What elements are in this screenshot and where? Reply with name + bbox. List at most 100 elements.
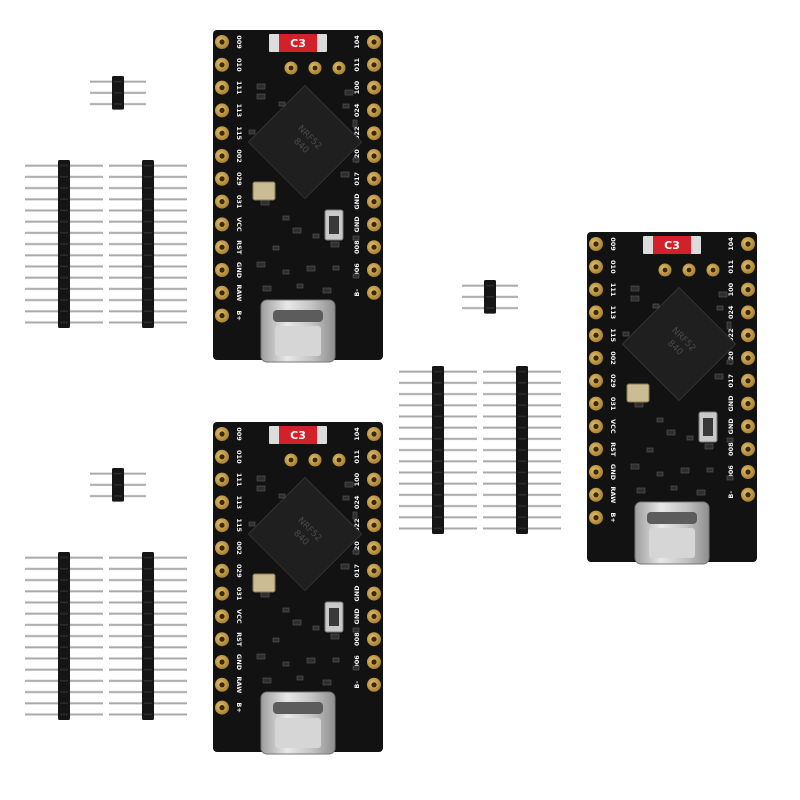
right-pin-label: 008	[353, 240, 361, 254]
smd-component	[256, 93, 266, 100]
smd-component	[652, 303, 660, 309]
header-segment-line	[144, 612, 152, 615]
header-segment-line	[114, 92, 122, 94]
pad-hole	[219, 682, 225, 688]
header-segment-line	[60, 590, 68, 592]
smd-component	[630, 463, 640, 470]
right-pin-label: 017	[353, 564, 361, 578]
pad-hole	[593, 241, 599, 247]
header-segment-line	[144, 220, 152, 223]
pad-hole	[371, 454, 377, 460]
smd-component	[680, 467, 690, 474]
smd-component	[666, 429, 676, 436]
header-segment-line	[60, 635, 68, 637]
left-pin-label: 113	[609, 306, 617, 320]
header-segment-line	[114, 80, 122, 83]
header-segment-line	[144, 702, 152, 704]
header-segment-line	[518, 404, 526, 406]
header-segment-line	[60, 568, 68, 570]
pad-hole	[371, 221, 377, 227]
c3-capacitor: C3	[269, 426, 327, 444]
pin-header	[90, 76, 146, 110]
right-pin-label: 008	[727, 442, 735, 456]
left-pin-label: B+	[235, 310, 243, 320]
header-segment-line	[518, 426, 526, 429]
header-segment-line	[144, 276, 152, 279]
pcb-board: C3009010111113115002029031VCCRSTGNDRAWB+…	[587, 232, 757, 565]
right-pin-label: 024	[353, 103, 361, 117]
pad-hole	[371, 267, 377, 273]
right-pin-label: GND	[727, 395, 735, 412]
header-segment-line	[60, 691, 68, 693]
pad-hole	[219, 221, 225, 227]
header-segment-line	[144, 321, 152, 324]
right-pin-label: 006	[727, 465, 735, 479]
header-segment-line	[60, 612, 68, 615]
smd-component	[256, 475, 266, 482]
smd-component	[272, 637, 280, 643]
smd-component	[704, 443, 714, 450]
left-pin-label: 010	[609, 260, 617, 274]
header-segment-line	[60, 209, 68, 212]
pad-hole	[745, 332, 751, 338]
header-segment-line	[144, 187, 152, 189]
smd-component	[726, 359, 734, 365]
header-segment-line	[434, 482, 442, 485]
left-pin-label: 002	[235, 541, 243, 555]
pad-hole	[371, 636, 377, 642]
left-pin-label: 031	[235, 587, 243, 601]
pad-hole	[219, 107, 225, 113]
pad-hole	[371, 591, 377, 597]
header-segment-line	[60, 310, 68, 312]
pad-hole	[219, 431, 225, 437]
smd-component	[656, 417, 664, 423]
smd-component	[352, 627, 360, 633]
header-segment-line	[486, 284, 494, 287]
right-pin-label: 100	[353, 80, 361, 94]
usb-face	[649, 528, 695, 558]
pad-hole	[745, 241, 751, 247]
usb-c-connector	[260, 299, 336, 363]
pin-header	[462, 280, 518, 314]
pad-hole	[593, 264, 599, 270]
chip-body	[247, 476, 363, 592]
usb-face	[275, 718, 321, 748]
smd-component	[726, 475, 734, 481]
pad-hole	[371, 477, 377, 483]
right-pin-label: 024	[727, 305, 735, 319]
header-segment-line	[486, 307, 494, 309]
header-segment-line	[144, 657, 152, 660]
pcb-body	[213, 422, 383, 752]
header-segment-line	[60, 624, 68, 626]
smd-component	[322, 679, 332, 686]
pad-hole	[336, 457, 342, 463]
smd-component	[344, 481, 354, 488]
header-segment-line	[60, 299, 68, 301]
smd-component	[256, 485, 266, 492]
left-pin-label: VCC	[609, 419, 617, 434]
capacitor-label: C3	[664, 239, 680, 252]
header-segment-line	[60, 556, 68, 559]
smd-component	[248, 129, 256, 135]
capacitor-label: C3	[290, 37, 306, 50]
pad-hole	[593, 355, 599, 361]
smd-component	[282, 215, 290, 221]
header-segment-line	[144, 198, 152, 200]
smd-component	[670, 485, 678, 491]
header-segment-line	[434, 393, 442, 395]
pad-hole	[371, 682, 377, 688]
pad-hole	[219, 176, 225, 182]
left-pin-label: B+	[609, 512, 617, 522]
left-pin-label: 002	[235, 149, 243, 163]
header-segment-line	[144, 288, 152, 290]
header-segment-line	[60, 176, 68, 178]
capacitor-body	[279, 34, 317, 52]
pad-hole	[219, 153, 225, 159]
header-segment-line	[60, 321, 68, 324]
right-pin-label: 006	[353, 263, 361, 277]
right-pin-label: 006	[353, 655, 361, 669]
smd-component	[306, 265, 316, 272]
header-segment-line	[144, 624, 152, 626]
smd-component	[686, 435, 694, 441]
